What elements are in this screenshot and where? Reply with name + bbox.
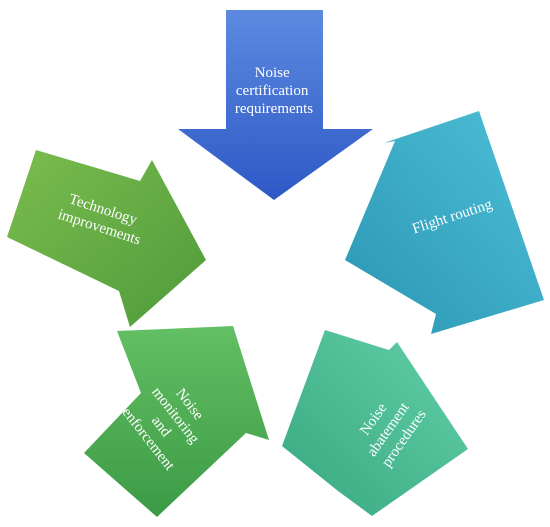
arrow-noise-monitoring: Noise monitoring and enforcement bbox=[84, 326, 269, 517]
arrow-flight-routing: Flight routing bbox=[345, 111, 544, 334]
arrow-technology-improvements: Technology improvements bbox=[7, 150, 206, 327]
arrow-noise-certification: Noise certification requirements bbox=[178, 10, 373, 200]
arrow-noise-certification-label: Noise certification requirements bbox=[235, 65, 313, 117]
arrow-noise-abatement: Noise abatement procedures bbox=[282, 330, 468, 516]
